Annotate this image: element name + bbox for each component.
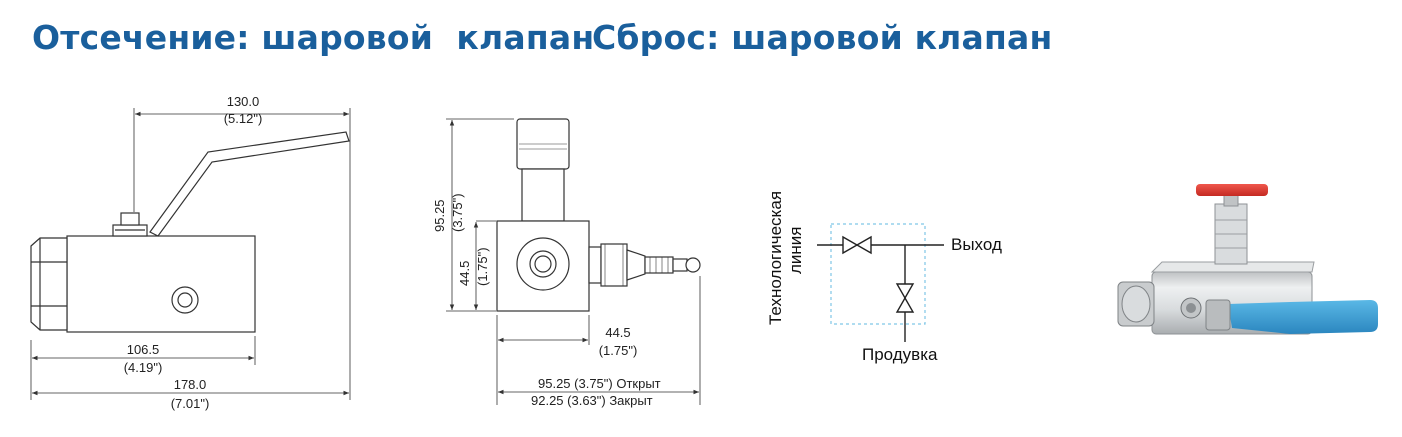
drawing-shutoff-side-view [30, 108, 351, 400]
schematic-dashed-box [830, 223, 926, 325]
blue-handle [1228, 300, 1378, 334]
dim-height-in: (3.75") [450, 193, 465, 232]
valve-handle [149, 131, 350, 237]
dim-bottom-in: (7.01") [170, 396, 210, 411]
dim-width-in: (1.75") [598, 343, 638, 358]
valve-symbol-process [842, 235, 859, 255]
valve-symbol-vent [895, 283, 915, 300]
dim-top-in: (5.12") [223, 111, 263, 126]
dim-body-in: (1.75") [475, 247, 490, 286]
label-vent: Продувка [862, 345, 938, 364]
schematic-diagram [817, 223, 944, 342]
side-port [171, 286, 199, 314]
title-shutoff: Отсечение: шаровой клапан [32, 18, 595, 57]
dim-mid-mm: 106.5 [126, 342, 160, 357]
valve-3d-render [1117, 184, 1378, 335]
hex-fitting [30, 237, 68, 331]
dim-height-mm: 95.25 [432, 199, 447, 232]
drawing-shutoff-front-view [446, 118, 701, 405]
label-process-line-2: линия [786, 226, 805, 274]
dim-mid-in: (4.19") [123, 360, 163, 375]
bleed-fitting [600, 243, 628, 287]
dim-body-mm: 44.5 [457, 260, 472, 286]
dim-closed: 92.25 (3.63") Закрыт [531, 393, 653, 408]
title-bleed: Сброс: шаровой клапан [592, 18, 1053, 57]
label-process-line-1: Технологическая [766, 190, 785, 325]
red-handle [1196, 184, 1268, 196]
label-outlet: Выход [951, 235, 1002, 254]
dim-bottom-mm: 178.0 [173, 377, 207, 392]
valve-body-outline [66, 235, 256, 333]
dim-open: 95.25 (3.75") Открыт [538, 376, 661, 391]
dim-width-mm: 44.5 [605, 325, 631, 340]
dim-top-mm: 130.0 [226, 94, 260, 109]
